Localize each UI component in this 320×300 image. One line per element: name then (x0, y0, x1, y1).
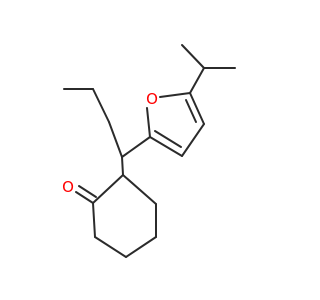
isopropyl-to-furan-bond (189, 67, 205, 94)
ring-bond-6 (122, 174, 157, 205)
furan-oxygen-label: O (146, 90, 158, 108)
ketone-double-bond-inner (78, 185, 97, 198)
furan-bond-c3-c4 (181, 123, 205, 157)
propyl-bond-middle (92, 88, 110, 123)
molecule-structure: O O (0, 0, 300, 300)
furan-bond-c5-o (159, 92, 191, 98)
furan-bond-c2-c3-inner (154, 130, 182, 148)
furan-to-ch-bond (121, 136, 151, 158)
furan-bond-o-c2 (146, 107, 151, 138)
furan-bond-c4-c5 (189, 92, 205, 125)
ch-to-cyclohexanone-bond (121, 156, 124, 176)
background (0, 0, 300, 300)
furan-bond-c4-c5-inner (185, 99, 197, 123)
ch-to-propyl-bond (108, 121, 123, 158)
isopropyl-bond-left (181, 44, 205, 69)
ketone-oxygen-label: O (62, 178, 74, 196)
ring-bond-1 (92, 174, 124, 204)
ring-bond-3 (94, 236, 127, 258)
ring-bond-2 (92, 202, 96, 238)
ring-bond-4 (125, 236, 157, 258)
furan-bond-c2-c3 (149, 136, 183, 157)
ketone-double-bond-outer (75, 191, 94, 204)
